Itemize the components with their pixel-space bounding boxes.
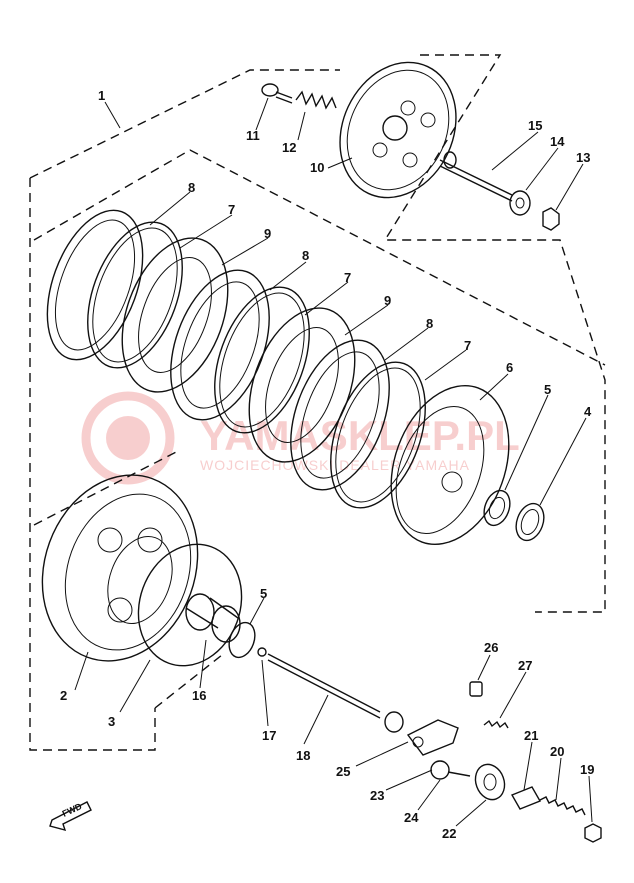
callout-3: 3 xyxy=(108,714,115,729)
callout-13: 13 xyxy=(576,150,590,165)
callout-7-a: 7 xyxy=(228,202,235,217)
callout-2: 2 xyxy=(60,688,67,703)
callout-6: 6 xyxy=(506,360,513,375)
clutch-boss xyxy=(390,384,510,546)
push-rod-assembly xyxy=(439,151,560,231)
callout-24: 24 xyxy=(404,810,419,825)
push-rod-long xyxy=(267,653,404,733)
callout-23: 23 xyxy=(370,788,384,803)
callout-4: 4 xyxy=(584,404,592,419)
callout-7-c: 7 xyxy=(464,338,471,353)
callout-17: 17 xyxy=(262,728,276,743)
o-ring xyxy=(137,543,243,667)
fwd-label: FWD xyxy=(61,801,84,819)
release-mechanism xyxy=(406,681,602,843)
watermark: YAMASKLEP.PL WOJCIECHOWSKI DEALER YAMAHA xyxy=(81,391,520,485)
callout-5-lower: 5 xyxy=(260,586,267,601)
callout-1: 1 xyxy=(98,88,105,103)
callout-21: 21 xyxy=(524,728,538,743)
fwd-arrow-icon: FWD xyxy=(49,801,92,832)
washer-lower xyxy=(228,621,256,659)
clutch-plate-stack xyxy=(46,209,426,509)
callout-20: 20 xyxy=(550,744,564,759)
callout-14: 14 xyxy=(550,134,565,149)
callout-9-a: 9 xyxy=(264,226,271,241)
callout-19: 19 xyxy=(580,762,594,777)
callout-16: 16 xyxy=(192,688,206,703)
callout-22: 22 xyxy=(442,826,456,841)
callout-7-b: 7 xyxy=(344,270,351,285)
callout-8-c: 8 xyxy=(426,316,433,331)
callout-12: 12 xyxy=(282,140,296,155)
watermark-logo-icon xyxy=(81,391,175,485)
callout-10: 10 xyxy=(310,160,324,175)
callout-11: 11 xyxy=(246,128,260,143)
callout-25: 25 xyxy=(336,764,350,779)
clutch-housing xyxy=(41,474,199,662)
bolt-and-spring xyxy=(261,83,337,110)
watermark-tagline: WOJCIECHOWSKI DEALER YAMAHA xyxy=(200,457,470,473)
callout-26: 26 xyxy=(484,640,498,655)
ball xyxy=(257,647,267,657)
washers-top xyxy=(483,489,545,542)
callout-15: 15 xyxy=(528,118,542,133)
leader-lines xyxy=(74,97,593,827)
group-outlines xyxy=(29,54,606,751)
callout-27: 27 xyxy=(518,658,532,673)
callout-9-b: 9 xyxy=(384,293,391,308)
callout-18: 18 xyxy=(296,748,310,763)
callout-8-a: 8 xyxy=(188,180,195,195)
callout-8-b: 8 xyxy=(302,248,309,263)
callout-5-top: 5 xyxy=(544,382,551,397)
callout-labels: 1 2 3 4 5 5 6 7 7 7 8 8 8 9 9 10 11 12 1… xyxy=(60,88,594,841)
